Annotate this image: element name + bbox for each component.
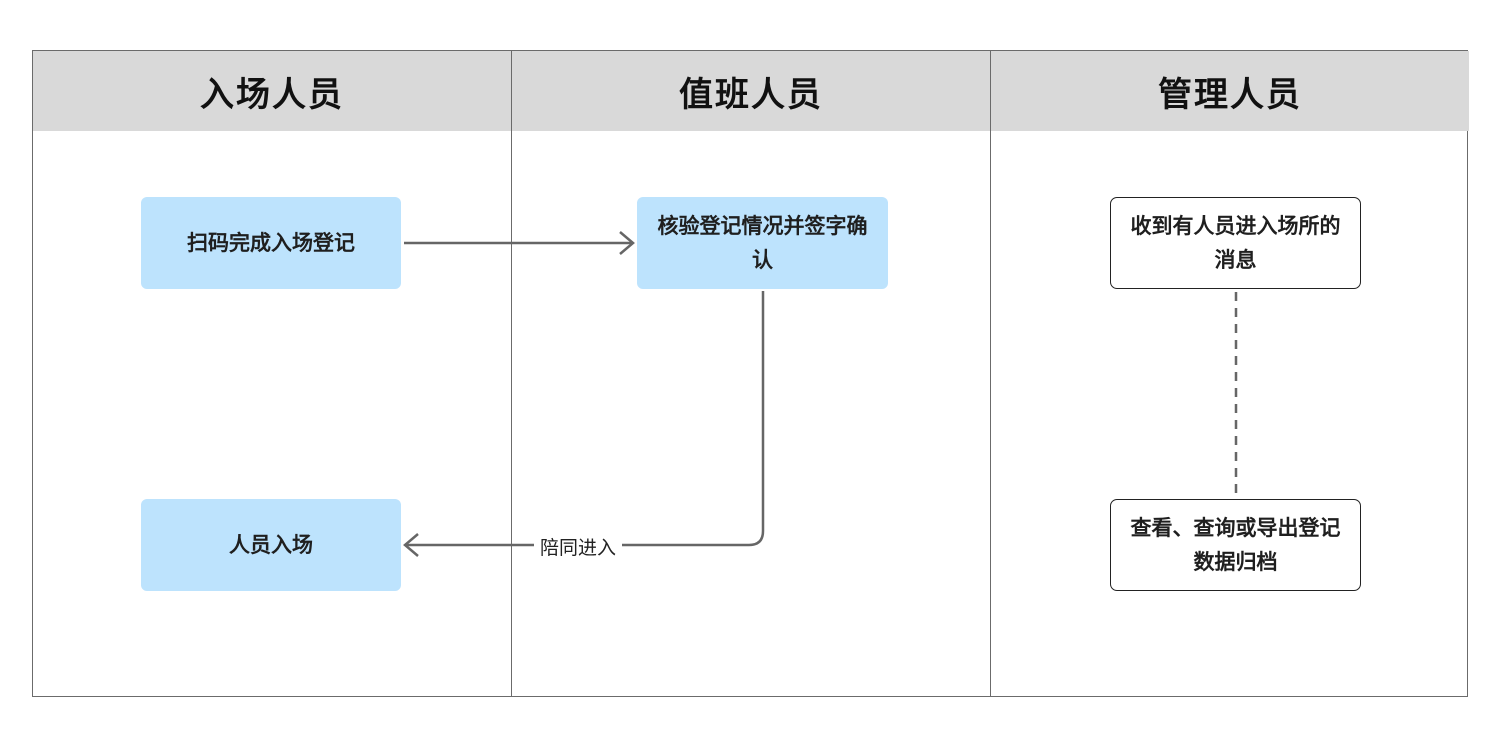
node-view-export[interactable]: 查看、查询或导出登记数据归档 [1110, 499, 1361, 591]
arrow-verify-to-enter [406, 291, 765, 547]
swimlane-board: 入场人员 值班人员 管理人员 [32, 50, 1469, 697]
lane-entrant: 入场人员 [33, 51, 511, 696]
node-verify-sign-label: 核验登记情况并签字确认 [657, 214, 868, 272]
node-view-export-label: 查看、查询或导出登记数据归档 [1130, 516, 1341, 574]
node-scan-register[interactable]: 扫码完成入场登记 [141, 197, 401, 289]
lane-manager: 管理人员 [990, 51, 1469, 696]
node-receive-message[interactable]: 收到有人员进入场所的消息 [1110, 197, 1361, 289]
node-receive-message-label: 收到有人员进入场所的消息 [1130, 214, 1341, 272]
lane-duty-staff: 值班人员 [511, 51, 990, 696]
lane-header-entrant: 入场人员 [33, 51, 511, 131]
arrowhead-verify [619, 231, 635, 255]
node-verify-sign[interactable]: 核验登记情况并签字确认 [637, 197, 888, 289]
arrowhead-enter [403, 533, 419, 557]
lane-header-duty-staff: 值班人员 [512, 51, 990, 131]
node-person-enter[interactable]: 人员入场 [141, 499, 401, 591]
node-person-enter-label: 人员入场 [229, 533, 313, 557]
lane-header-manager: 管理人员 [991, 51, 1469, 131]
edge-label-accompany: 陪同进入 [534, 533, 623, 560]
node-scan-register-label: 扫码完成入场登记 [187, 231, 355, 255]
